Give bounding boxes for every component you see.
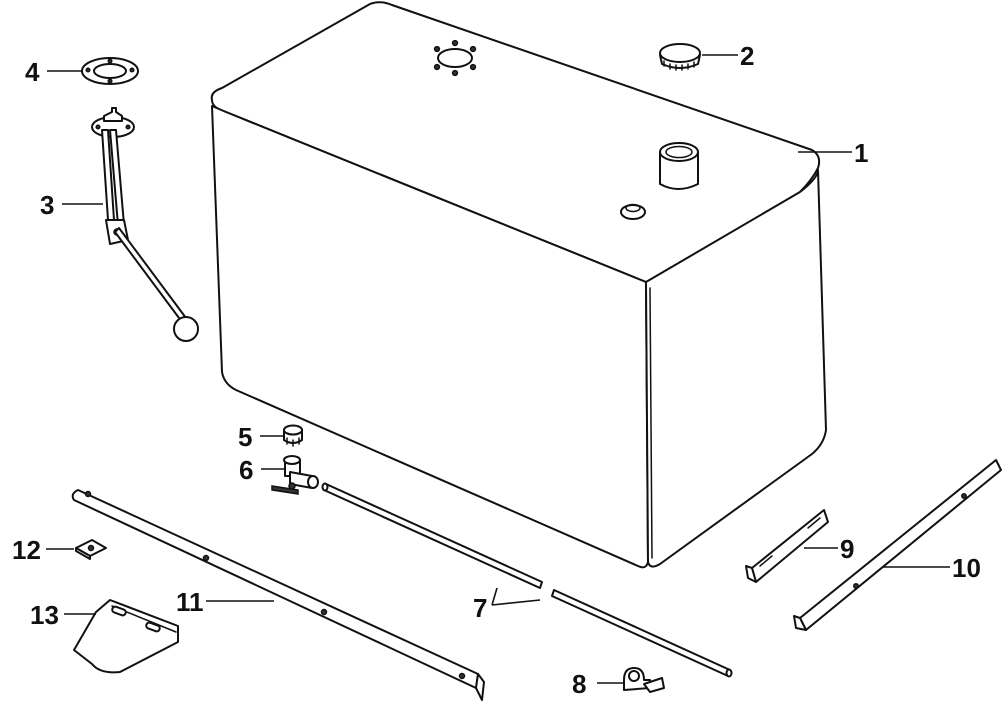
fuel-level-sender bbox=[91, 107, 199, 342]
callout-1: 1 bbox=[798, 138, 868, 168]
callout-5: 5 bbox=[238, 422, 283, 452]
svg-text:6: 6 bbox=[239, 455, 253, 485]
svg-text:3: 3 bbox=[40, 190, 54, 220]
vent-fitting bbox=[620, 203, 646, 220]
svg-text:11: 11 bbox=[176, 587, 204, 617]
fitting bbox=[283, 424, 303, 447]
fuel-tank bbox=[210, 1, 827, 569]
svg-text:13: 13 bbox=[30, 600, 59, 630]
svg-text:7: 7 bbox=[473, 593, 487, 623]
line-clip bbox=[623, 667, 665, 693]
tank-strap bbox=[71, 489, 485, 701]
shutoff-valve bbox=[271, 455, 319, 495]
tank-bracket-short bbox=[745, 509, 829, 583]
svg-text:10: 10 bbox=[952, 553, 981, 583]
callout-12: 12 bbox=[12, 535, 74, 565]
callout-7: 7 bbox=[473, 587, 541, 623]
pad bbox=[75, 539, 107, 560]
fill-cap bbox=[659, 43, 701, 71]
sender-mount-hole bbox=[433, 39, 477, 77]
callout-10: 10 bbox=[883, 553, 981, 583]
callout-4: 4 bbox=[25, 57, 82, 87]
callout-3: 3 bbox=[40, 190, 103, 220]
svg-text:8: 8 bbox=[572, 669, 586, 699]
callout-8: 8 bbox=[572, 669, 624, 699]
callout-2: 2 bbox=[702, 41, 754, 71]
svg-text:9: 9 bbox=[840, 534, 854, 564]
svg-text:1: 1 bbox=[854, 138, 868, 168]
svg-text:12: 12 bbox=[12, 535, 41, 565]
callout-11: 11 bbox=[176, 587, 274, 617]
fill-neck bbox=[659, 142, 699, 190]
callout-9: 9 bbox=[804, 534, 854, 564]
fuel-line bbox=[321, 482, 733, 678]
sender-gasket bbox=[81, 57, 139, 85]
svg-text:2: 2 bbox=[740, 41, 754, 71]
tank-bracket-long bbox=[793, 459, 1002, 631]
svg-text:5: 5 bbox=[238, 422, 252, 452]
callout-6: 6 bbox=[239, 455, 284, 485]
svg-text:4: 4 bbox=[25, 57, 40, 87]
corner-bracket bbox=[73, 599, 179, 674]
callout-13: 13 bbox=[30, 600, 96, 630]
